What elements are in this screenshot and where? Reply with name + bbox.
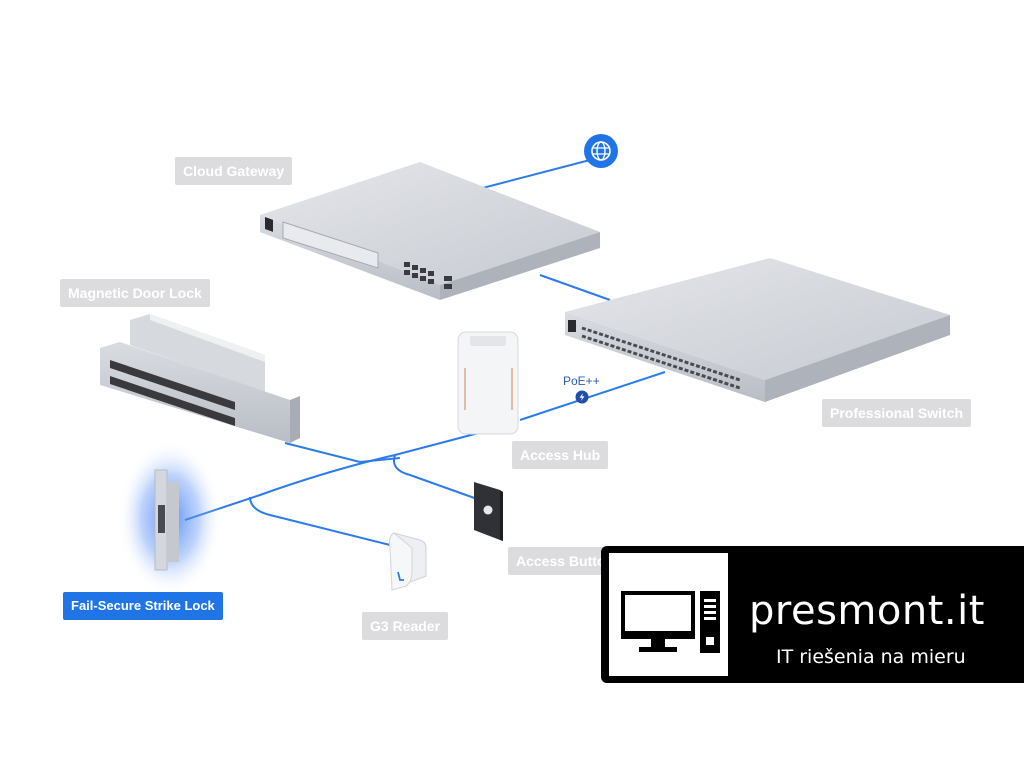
logo-subtitle: IT riešenia na mieru: [776, 646, 966, 668]
globe-icon: [584, 134, 618, 168]
label-fail-secure-strike-lock: Fail-Secure Strike Lock: [63, 592, 223, 620]
label-cloud-gateway: Cloud Gateway: [175, 157, 293, 185]
professional-switch-device: [565, 258, 950, 402]
logo-icon-box: [609, 553, 728, 676]
label-professional-switch: Professional Switch: [822, 399, 972, 427]
cable-maglock: [284, 442, 401, 464]
cable-hub-strike: [184, 429, 491, 521]
g3-reader-device: [389, 532, 427, 591]
label-g3-reader: G3 Reader: [362, 612, 449, 640]
computer-icon: [621, 591, 720, 653]
logo-title: presmont.it: [749, 588, 985, 634]
cable-switch-hub: [519, 371, 666, 421]
cloud-gateway-device: [260, 162, 600, 300]
gateway-ports: [404, 262, 452, 289]
presmont-logo: presmont.it IT riešenia na mieru: [601, 546, 1024, 683]
cable-button: [393, 454, 481, 501]
poe-label: PoE++: [563, 374, 600, 388]
magnetic-door-lock-device: [100, 314, 300, 443]
lightning-icon: [575, 390, 589, 404]
access-hub-device: [457, 331, 519, 435]
cable-internet-gateway: [474, 159, 591, 191]
cable-reader: [249, 496, 391, 546]
cable-gateway-switch: [539, 274, 611, 301]
cables: [184, 159, 666, 546]
strike-lock-device: [154, 469, 179, 571]
switch-port-array: [581, 326, 741, 390]
label-access-hub: Access Hub: [512, 441, 609, 469]
access-button-device: [474, 482, 503, 541]
label-magnetic-door-lock: Magnetic Door Lock: [60, 279, 210, 307]
